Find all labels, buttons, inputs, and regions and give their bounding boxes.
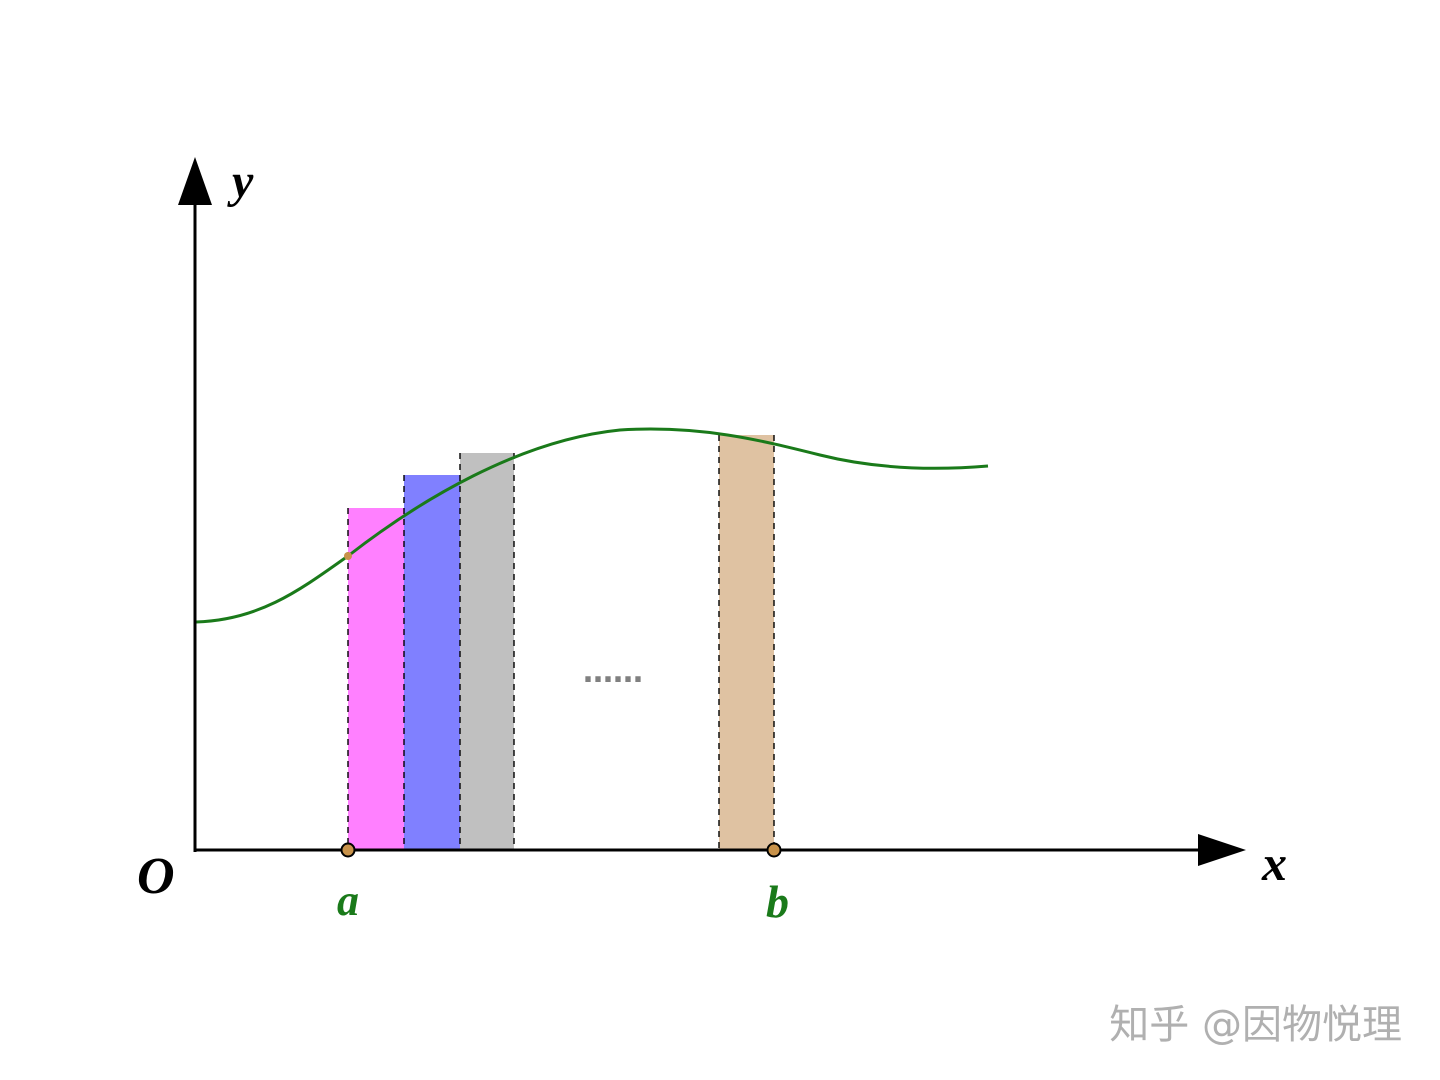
bound-b-label: b (766, 876, 789, 927)
curve-point-a (344, 552, 352, 560)
strip-boundaries (347, 435, 775, 850)
ellipsis-text: …… (583, 655, 643, 690)
bound-a-label: a (337, 876, 359, 925)
strip-1 (348, 508, 404, 850)
strip-3 (460, 453, 514, 850)
x-axis-arrowhead-icon (1198, 834, 1246, 866)
point-b-marker (766, 842, 782, 858)
origin-label: O (137, 848, 175, 905)
function-curve (195, 427, 989, 624)
x-axis-label: x (1261, 835, 1287, 891)
point-a-marker (340, 842, 356, 858)
strip-2 (404, 475, 460, 850)
watermark-text: 知乎 @因物悦理 (1109, 1002, 1402, 1048)
strip-last (719, 435, 774, 850)
y-axis-arrowhead-icon (178, 157, 212, 205)
y-axis-label: y (227, 155, 254, 208)
